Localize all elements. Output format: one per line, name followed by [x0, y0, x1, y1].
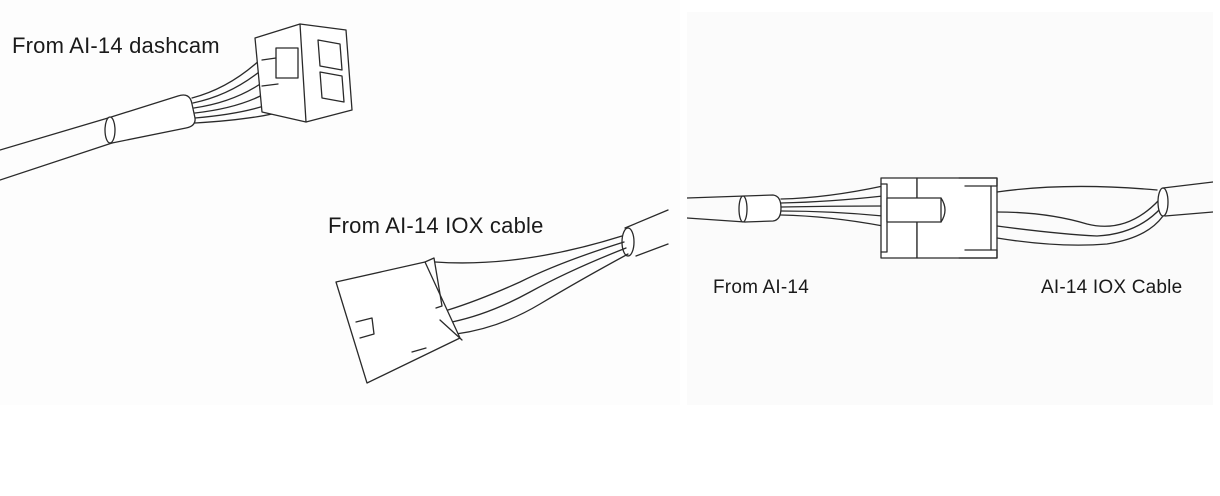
right-sleeve-end: [1157, 187, 1169, 217]
left-cable-top: [687, 195, 746, 199]
latch-tab: [886, 197, 942, 223]
iox-connector-key: [355, 317, 375, 339]
iox-cable-bottom: [635, 243, 669, 257]
iox-connector-latch-edge: [424, 257, 463, 341]
left-wire-2: [780, 195, 884, 204]
iox-wire-4: [455, 253, 629, 335]
dashcam-connector-edge: [299, 23, 307, 123]
left-wire-1: [780, 185, 884, 200]
left-wire-4: [780, 210, 884, 217]
dashcam-pin-cavity-1: [317, 39, 343, 71]
right-wire-2: [996, 199, 1160, 227]
iox-connector-body: [335, 261, 461, 384]
latch-tab-tip: [940, 197, 946, 223]
right-cable-top: [1162, 181, 1213, 189]
right-wire-3: [996, 207, 1162, 237]
dashcam-cable-bottom: [0, 142, 113, 181]
dashcam-pin-cavity-2: [319, 71, 345, 103]
label-from-dashcam: From AI-14 dashcam: [12, 33, 220, 58]
dashcam-connector-drawing: [0, 23, 669, 384]
dashcam-wire-4: [194, 91, 269, 114]
dashcam-heatshrink: [107, 94, 196, 144]
mated-connectors-panel: From AI-14 AI-14 IOX Cable: [687, 12, 1213, 405]
iox-cable-top: [624, 209, 669, 229]
iox-wire-2: [447, 241, 625, 311]
iox-wire-3: [451, 247, 627, 323]
right-cable-bottom: [1164, 211, 1213, 217]
dashcam-wire-1: [191, 57, 263, 99]
dashcam-wire-2: [192, 67, 265, 104]
label-from-iox-cable: From AI-14 IOX cable: [328, 213, 544, 238]
dashcam-latch: [275, 47, 299, 79]
left-cable-bottom: [687, 217, 746, 223]
separate-connectors-panel: From AI-14 dashcam From AI-14 IOX cable: [0, 0, 680, 405]
dashcam-cable-top: [0, 117, 109, 151]
left-sleeve-end: [738, 195, 748, 223]
iox-wire-1: [434, 235, 623, 264]
mated-connector-drawing: [687, 177, 1213, 259]
dashcam-wire-6: [194, 113, 273, 124]
right-housing-bottom-lip: [958, 249, 998, 259]
iox-connector-notch: [411, 347, 427, 353]
label-ai14-iox-cable: AI-14 IOX Cable: [1041, 277, 1183, 298]
right-housing-top-lip: [958, 177, 998, 187]
right-wire-4: [996, 215, 1164, 246]
left-wire-5: [780, 214, 884, 227]
dashcam-sleeve-end: [104, 116, 116, 144]
left-wire-3: [780, 205, 884, 208]
label-from-ai14: From AI-14: [713, 277, 809, 298]
left-heatshrink: [744, 194, 782, 223]
dashcam-connector-ribs: [261, 57, 279, 87]
right-wire-1: [996, 185, 1158, 193]
